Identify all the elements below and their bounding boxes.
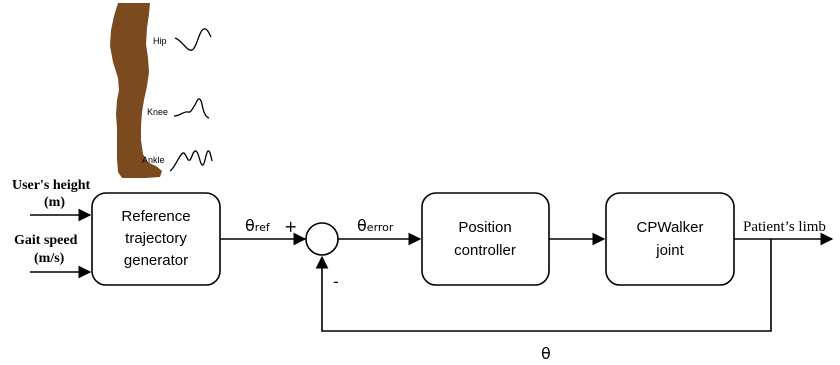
users-height-label: User's height — [12, 178, 91, 193]
joint-label-line2: joint — [655, 242, 684, 259]
generator-label-line1: Reference — [121, 208, 190, 225]
minus-sign: - — [333, 272, 339, 291]
joint-label-line1: CPWalker — [637, 219, 704, 236]
ankle-label: Ankle — [142, 155, 165, 165]
ankle-curve-icon — [169, 150, 213, 172]
leg-illustration: Hip Knee Ankle — [110, 3, 213, 178]
feedback-path — [315, 239, 772, 332]
feedback-theta-label: θ — [541, 344, 551, 363]
hip-label: Hip — [153, 36, 167, 46]
gait-speed-label: Gait speed — [14, 233, 78, 248]
theta-error-label: θerror — [357, 216, 394, 235]
cpwalker-joint-block: CPWalker joint — [605, 192, 735, 286]
knee-label: Knee — [147, 107, 168, 117]
generator-label-line2: trajectory — [125, 230, 187, 247]
hip-curve-icon — [174, 28, 212, 51]
leg-silhouette — [110, 3, 162, 178]
position-controller-block: Position controller — [421, 192, 550, 286]
controller-label-line1: Position — [458, 219, 511, 236]
input-users-height: User's height (m) — [12, 178, 92, 222]
knee-curve-icon — [173, 98, 210, 119]
users-height-unit: (m) — [44, 195, 65, 210]
reference-trajectory-generator-block: Reference trajectory generator — [91, 192, 221, 286]
generator-label-line3: generator — [124, 252, 188, 269]
plus-sign: + — [284, 217, 297, 236]
controller-label-line2: controller — [454, 242, 516, 259]
input-gait-speed: Gait speed (m/s) — [14, 233, 92, 279]
summing-junction — [305, 222, 339, 256]
patients-limb-label: Patient’s limb — [743, 219, 826, 235]
theta-ref-label: θref — [245, 216, 271, 235]
gait-speed-unit: (m/s) — [34, 251, 65, 266]
